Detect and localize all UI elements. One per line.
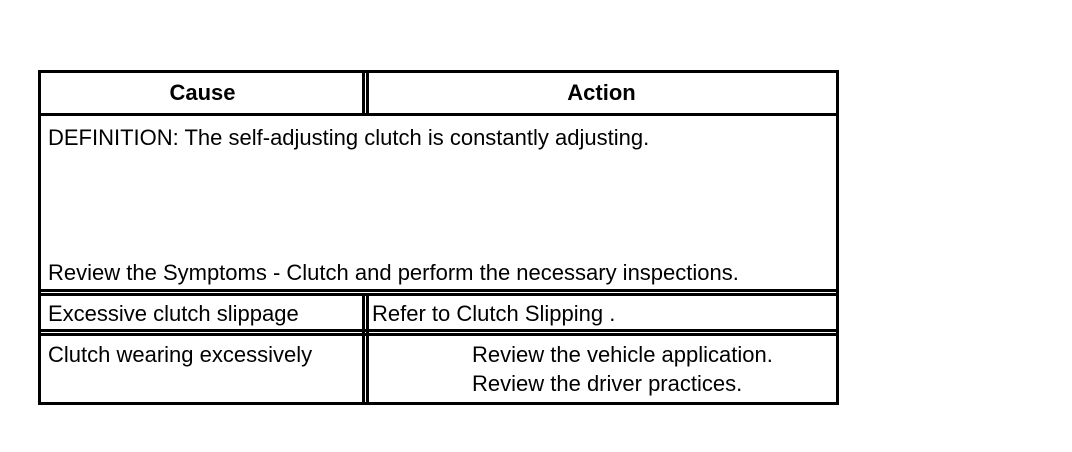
row-1-action: Refer to Clutch Slipping . (372, 301, 616, 326)
row-2-column-divider-right (366, 333, 369, 402)
definition-note: Review the Symptoms - Clutch and perform… (48, 260, 739, 285)
row-1-divider-bottom (41, 333, 836, 336)
header-divider (41, 113, 836, 116)
header-column-divider-left (362, 73, 365, 113)
definition-text: DEFINITION: The self-adjusting clutch is… (48, 125, 650, 150)
row-2-cause: Clutch wearing excessively (48, 342, 313, 367)
definition-divider-top (41, 289, 836, 292)
row-1-column-divider-right (366, 293, 369, 333)
header-cause: Cause (169, 80, 236, 105)
header-column-divider-right (366, 73, 369, 113)
definition-divider-bottom (41, 293, 836, 296)
row-1-divider-top (41, 329, 836, 332)
row-2-action-line-2: Review the driver practices. (472, 371, 743, 396)
row-2-column-divider-left (362, 333, 365, 402)
diagnostic-table: Cause Action DEFINITION: The self-adjust… (38, 70, 839, 405)
row-1-column-divider-left (362, 293, 365, 333)
row-1-cause: Excessive clutch slippage (48, 301, 299, 326)
header-action: Action (567, 80, 636, 105)
row-2-action-line-1: Review the vehicle application. (472, 342, 773, 367)
